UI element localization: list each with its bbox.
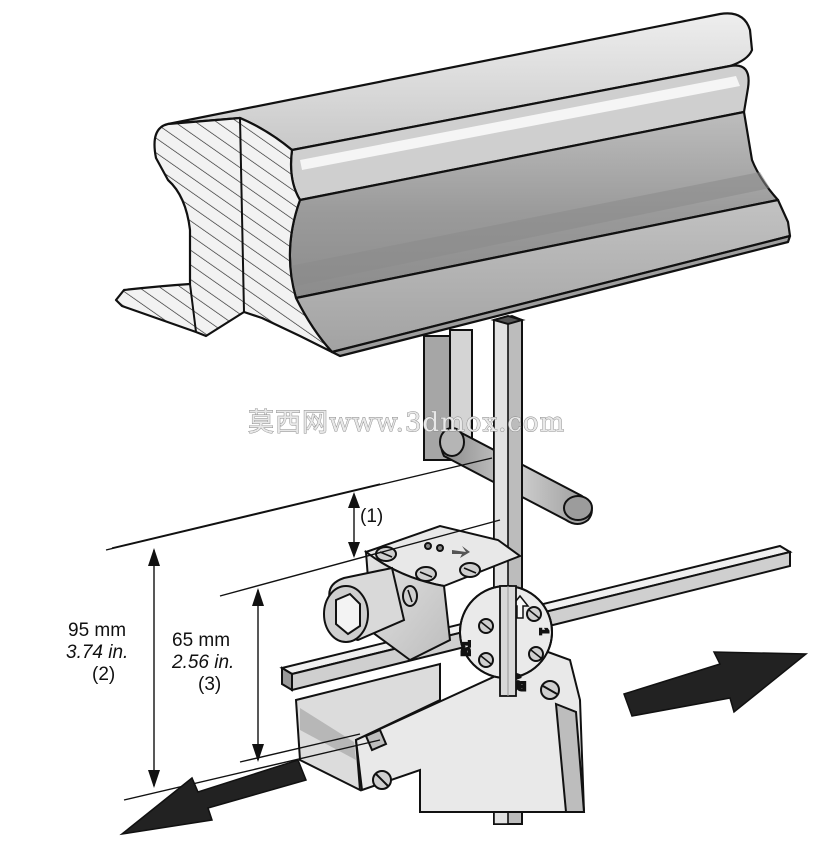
cross-pin-start bbox=[439, 427, 465, 457]
dimension-arrowheads bbox=[148, 492, 360, 788]
arrow-right-icon bbox=[623, 651, 809, 717]
head-screw-3 bbox=[459, 562, 481, 578]
motion-arrows bbox=[119, 651, 809, 836]
label-inner-mm: 65 mm bbox=[172, 630, 230, 651]
ext-line-head-top bbox=[219, 519, 501, 597]
arrowhead-clearance-top bbox=[348, 492, 360, 508]
arrowhead-inner-top bbox=[252, 588, 264, 606]
head-screw-4 bbox=[402, 585, 418, 607]
head-arrow-mark bbox=[452, 546, 470, 558]
disc-screw-tl bbox=[478, 618, 494, 634]
dimension-labels: (1) 95 mm 3.74 in. (2) 65 mm 2.56 in. (3… bbox=[66, 506, 383, 695]
head-screw-2 bbox=[415, 566, 437, 582]
vertical-rod-front bbox=[499, 585, 517, 697]
rail-head-highlight bbox=[300, 76, 740, 170]
rail bbox=[114, 12, 792, 358]
rail-web-shadow bbox=[280, 172, 770, 288]
housing-inner-shadow bbox=[300, 708, 356, 760]
ext-line-bottom bbox=[123, 739, 381, 801]
housing-right-edge bbox=[554, 702, 586, 813]
housing-screw-top bbox=[540, 680, 560, 700]
disc-screw-br bbox=[528, 646, 544, 662]
arrowhead-clearance-bottom bbox=[348, 542, 360, 558]
watermark-text: 莫西网www.3dmox.com bbox=[248, 408, 565, 438]
label-clearance: (1) bbox=[360, 506, 383, 527]
rail-cross-section bbox=[114, 116, 334, 354]
disc-screw-tr bbox=[526, 606, 542, 622]
vertical-rod-top bbox=[490, 314, 526, 326]
arrowhead-outer-top bbox=[148, 548, 160, 566]
guide-bar-end bbox=[281, 666, 293, 692]
cross-pin-end bbox=[563, 495, 593, 521]
head-boss-hex bbox=[335, 592, 361, 636]
ext-line-bar-top bbox=[111, 483, 381, 549]
terminal-mark-b1: B1 bbox=[459, 640, 473, 656]
arrow-left-icon bbox=[119, 759, 308, 836]
head-dot-2 bbox=[436, 544, 444, 552]
label-inner-in: 2.56 in. bbox=[171, 652, 234, 673]
label-outer-in: 3.74 in. bbox=[66, 642, 128, 663]
housing-screw-bottom bbox=[372, 770, 392, 790]
housing-screw-left bbox=[364, 728, 388, 752]
ext-line-inner-bottom bbox=[239, 733, 361, 763]
terminal-mark-a1: 1 bbox=[537, 628, 551, 635]
arrowhead-inner-bottom bbox=[252, 744, 264, 762]
disc-screw-bl bbox=[478, 652, 494, 668]
label-outer-ref: (2) bbox=[92, 664, 115, 685]
switch-housing bbox=[294, 650, 586, 813]
label-inner-ref: (3) bbox=[198, 674, 221, 695]
head-dot-1 bbox=[424, 542, 432, 550]
arrowhead-outer-bottom bbox=[148, 770, 160, 788]
rail-foot-edge bbox=[330, 234, 792, 358]
label-outer-mm: 95 mm bbox=[68, 620, 126, 641]
